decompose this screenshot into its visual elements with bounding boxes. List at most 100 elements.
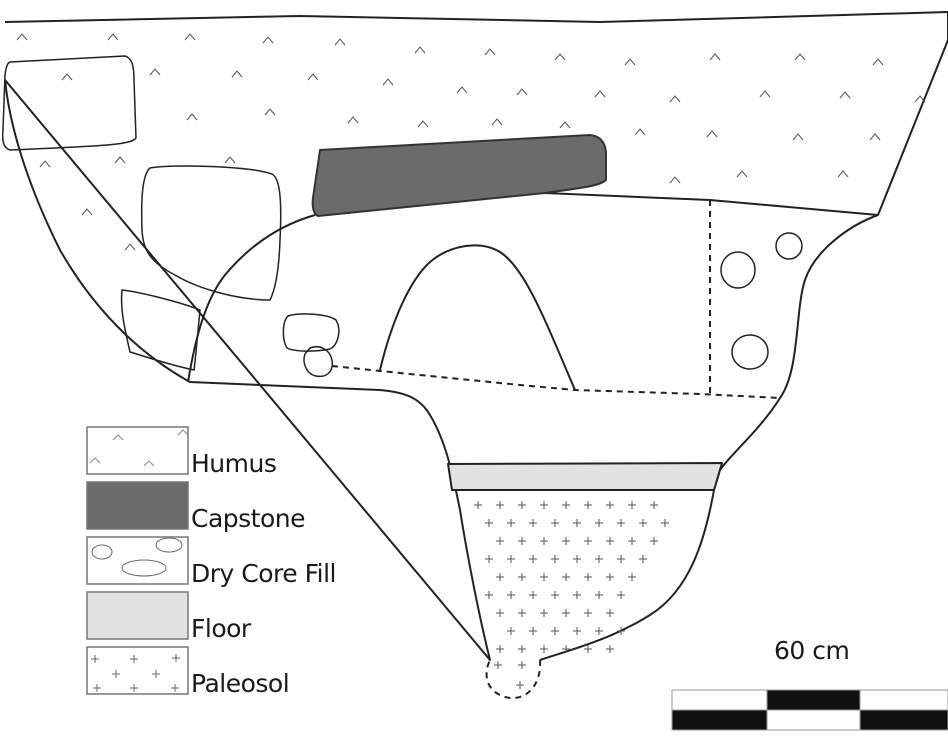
plus-mark xyxy=(485,591,493,599)
plus-mark xyxy=(584,501,592,509)
stone xyxy=(720,251,756,289)
caret-mark xyxy=(839,91,851,99)
caret-mark xyxy=(484,48,496,56)
caret-mark xyxy=(39,160,51,168)
legend-label-capstone: Capstone xyxy=(191,504,306,533)
caret-mark xyxy=(914,95,926,103)
plus-mark xyxy=(540,573,548,581)
plus-mark xyxy=(540,609,548,617)
plus-mark xyxy=(628,573,636,581)
plus-mark xyxy=(518,501,526,509)
plus-mark xyxy=(595,555,603,563)
stone xyxy=(775,232,803,260)
plus-mark xyxy=(529,555,537,563)
caret-mark xyxy=(231,70,243,78)
plus-mark xyxy=(551,555,559,563)
plus-mark xyxy=(529,591,537,599)
plus-mark xyxy=(507,519,515,527)
caret-mark xyxy=(186,113,198,121)
plus-mark xyxy=(507,627,515,635)
plus-mark xyxy=(562,537,570,545)
plus-mark xyxy=(617,555,625,563)
plus-mark xyxy=(540,645,548,653)
plus-mark xyxy=(617,591,625,599)
plus-mark xyxy=(584,609,592,617)
arch-fill-outline xyxy=(379,244,576,391)
plus-mark xyxy=(516,681,524,689)
plus-mark xyxy=(595,591,603,599)
caret-mark xyxy=(869,133,881,141)
feature-outline xyxy=(4,11,948,661)
plus-mark xyxy=(518,609,526,617)
caret-mark xyxy=(382,78,394,86)
plus-mark xyxy=(606,501,614,509)
plus-mark xyxy=(617,627,625,635)
plus-mark xyxy=(496,573,504,581)
plus-mark xyxy=(562,645,570,653)
caret-mark xyxy=(669,95,681,103)
legend-swatch-floor xyxy=(86,591,189,640)
caret-mark xyxy=(456,86,468,94)
plus-mark xyxy=(639,555,647,563)
plus-mark xyxy=(661,519,669,527)
caret-mark xyxy=(792,133,804,141)
plus-mark xyxy=(573,627,581,635)
caret-mark xyxy=(16,33,28,41)
plus-mark xyxy=(595,519,603,527)
plus-mark xyxy=(617,519,625,527)
plus-mark xyxy=(485,519,493,527)
caret-mark xyxy=(516,88,528,96)
caret-mark xyxy=(184,33,196,41)
pit-bottom-dashed xyxy=(485,659,542,700)
caret-mark xyxy=(414,46,426,54)
plus-mark xyxy=(650,537,658,545)
plus-mark xyxy=(584,645,592,653)
caret-mark xyxy=(491,118,503,126)
legend-label-dry-core-fill: Dry Core Fill xyxy=(191,559,336,588)
legend-label-paleosol: Paleosol xyxy=(191,669,290,698)
stone xyxy=(140,165,282,301)
stone xyxy=(1,55,137,151)
stone xyxy=(303,346,334,378)
plus-mark xyxy=(551,519,559,527)
legend-swatch-humus xyxy=(86,426,189,475)
plus-mark xyxy=(562,501,570,509)
caret-mark xyxy=(107,33,119,41)
plus-mark xyxy=(540,537,548,545)
plus-mark xyxy=(573,519,581,527)
caret-mark xyxy=(624,58,636,66)
caret-mark xyxy=(759,90,771,98)
plus-mark xyxy=(474,501,482,509)
legend-swatch-paleosol xyxy=(86,646,189,695)
stone xyxy=(120,289,201,371)
caret-mark xyxy=(224,156,236,164)
caret-mark xyxy=(81,208,93,216)
stone xyxy=(282,313,340,352)
caret-mark xyxy=(872,58,884,66)
legend xyxy=(86,426,189,695)
plus-mark xyxy=(496,645,504,653)
plus-mark xyxy=(650,501,658,509)
plus-mark xyxy=(606,573,614,581)
plus-mark xyxy=(639,519,647,527)
capstone xyxy=(311,134,607,217)
caret-mark xyxy=(559,121,571,129)
plus-mark xyxy=(606,537,614,545)
plus-mark xyxy=(584,537,592,545)
caret-mark xyxy=(554,53,566,61)
paleosol-pattern xyxy=(474,501,669,689)
scale-bar xyxy=(671,689,948,731)
plus-mark xyxy=(507,555,515,563)
caret-mark xyxy=(124,243,136,251)
plus-mark xyxy=(518,645,526,653)
caret-mark xyxy=(347,116,359,124)
caret-mark xyxy=(736,170,748,178)
plus-mark xyxy=(496,501,504,509)
plus-mark xyxy=(562,609,570,617)
plus-mark xyxy=(494,661,502,669)
scale-bar-label: 60 cm xyxy=(774,636,850,665)
caret-mark xyxy=(594,90,606,98)
legend-swatch-capstone xyxy=(86,481,189,530)
